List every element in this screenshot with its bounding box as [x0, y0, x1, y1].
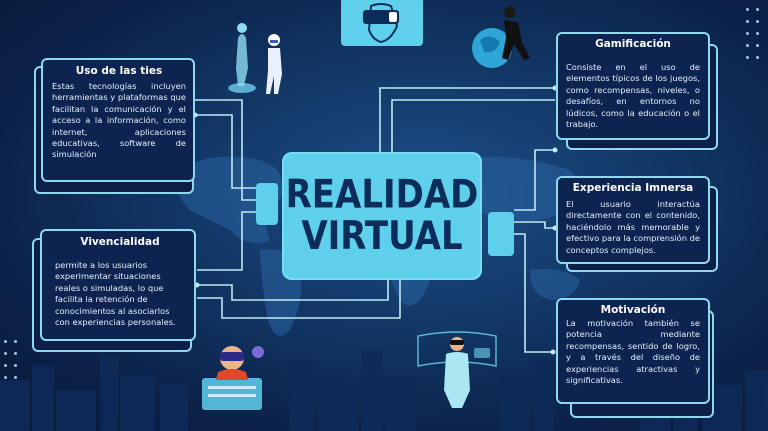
card-uso-text: Estas tecnologías incluyen herramientas … — [52, 81, 186, 160]
card-gamificacion: Gamificación Consiste en el uso de eleme… — [556, 32, 710, 140]
card-motivacion-text: La motivación también se potencia median… — [566, 318, 700, 386]
card-motivacion: Motivación La motivación también se pote… — [556, 298, 710, 404]
card-gamificacion-text: Consiste en el uso de elementos típicos … — [566, 62, 700, 130]
hologram-figure-icon — [228, 23, 282, 94]
vr-woman-icon — [417, 331, 497, 408]
card-uso-de-las-ties: Uso de las ties Estas tecnologías incluy… — [41, 58, 195, 182]
vr-child-icon — [202, 346, 264, 410]
center-title-box: REALIDAD VIRTUAL — [282, 152, 482, 280]
center-tab-left — [256, 183, 278, 225]
center-title: REALIDAD VIRTUAL — [282, 174, 482, 257]
city-skyline — [0, 350, 768, 431]
vr-runner-globe-icon — [472, 6, 530, 68]
card-experiencia-imnersa: Experiencia Imnersa El usuario interactú… — [556, 176, 710, 264]
card-vivencialidad-text: permite a los usuarios experimentar situ… — [55, 260, 176, 328]
card-vivencialidad-title: Vivencialidad — [80, 236, 160, 248]
card-experiencia-text: El usuario interactúa directamente con e… — [566, 199, 700, 255]
card-experiencia-title: Experiencia Imnersa — [572, 182, 694, 194]
card-motivacion-title: Motivación — [600, 304, 666, 316]
vr-headset-icon — [341, 0, 423, 46]
dot-grid-top-right — [746, 8, 766, 68]
center-title-line2: VIRTUAL — [301, 213, 463, 260]
card-gamificacion-title: Gamificación — [595, 38, 671, 50]
center-title-line1: REALIDAD — [285, 171, 479, 218]
center-tab-right — [488, 212, 514, 256]
card-uso-title: Uso de las ties — [75, 65, 163, 77]
card-vivencialidad: Vivencialidad permite a los usuarios exp… — [40, 229, 196, 341]
dot-grid-bottom-left — [4, 340, 24, 390]
